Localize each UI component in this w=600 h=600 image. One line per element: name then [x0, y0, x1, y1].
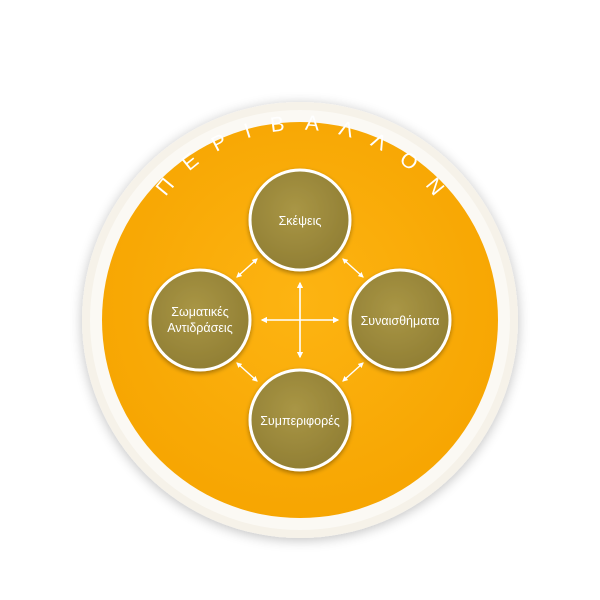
node-body-reactions-label-line1: Σωματικές	[171, 305, 228, 319]
arrow-right-bottom	[342, 362, 364, 382]
node-thoughts-label: Σκέψεις	[279, 214, 322, 228]
node-behaviors-label: Συμπεριφορές	[260, 414, 340, 428]
node-thoughts-circle	[248, 168, 352, 272]
arrow-left-top	[236, 258, 258, 278]
node-behaviors-circle	[248, 368, 352, 472]
node-emotions-label: Συναισθήματα	[361, 314, 440, 328]
arrow-top-right	[342, 258, 364, 278]
node-body-reactions-circle	[148, 268, 252, 372]
node-emotions-circle	[348, 268, 452, 372]
node-body-reactions: Σωματικές Αντιδράσεις	[148, 268, 252, 372]
node-thoughts: Σκέψεις	[248, 168, 352, 272]
node-body-reactions-label-line2: Αντιδράσεις	[167, 321, 232, 335]
node-behaviors: Συμπεριφορές	[248, 368, 352, 472]
arrow-bottom-left	[236, 362, 258, 382]
node-emotions: Συναισθήματα	[348, 268, 452, 372]
